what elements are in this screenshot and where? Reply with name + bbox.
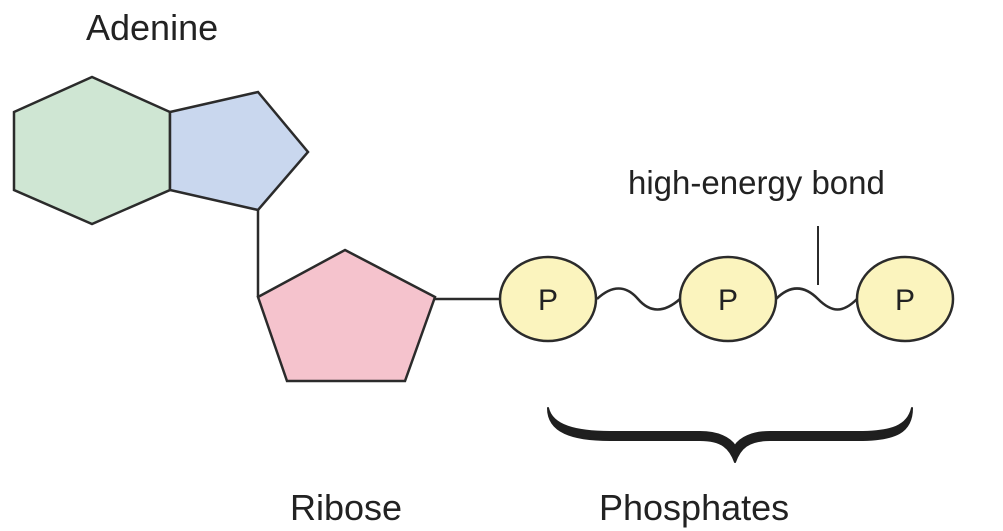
ribose-label: Ribose — [290, 487, 402, 528]
phosphate-1: P — [498, 255, 598, 343]
phosphate-1-circle — [498, 255, 598, 343]
phosphates-brace — [547, 407, 913, 463]
adenine-hexagon — [12, 75, 172, 226]
phosphate-2-circle — [678, 255, 778, 343]
high-energy-bond-1 — [596, 287, 681, 311]
phosphate-2-symbol: P — [718, 284, 738, 317]
phosphate-2: P — [678, 255, 778, 343]
phosphate-3: P — [855, 255, 955, 343]
adenine-label: Adenine — [86, 7, 218, 48]
phosphate-1-symbol: P — [538, 284, 558, 317]
phosphates-label: Phosphates — [599, 487, 789, 528]
phosphate-3-circle — [855, 255, 955, 343]
adenine-pentagon — [168, 90, 310, 212]
high-energy-bond-label: high-energy bond — [628, 164, 885, 201]
ribose-pentagon — [256, 248, 437, 383]
phosphate-3-symbol: P — [895, 284, 915, 317]
high-energy-bond-2 — [775, 287, 858, 311]
